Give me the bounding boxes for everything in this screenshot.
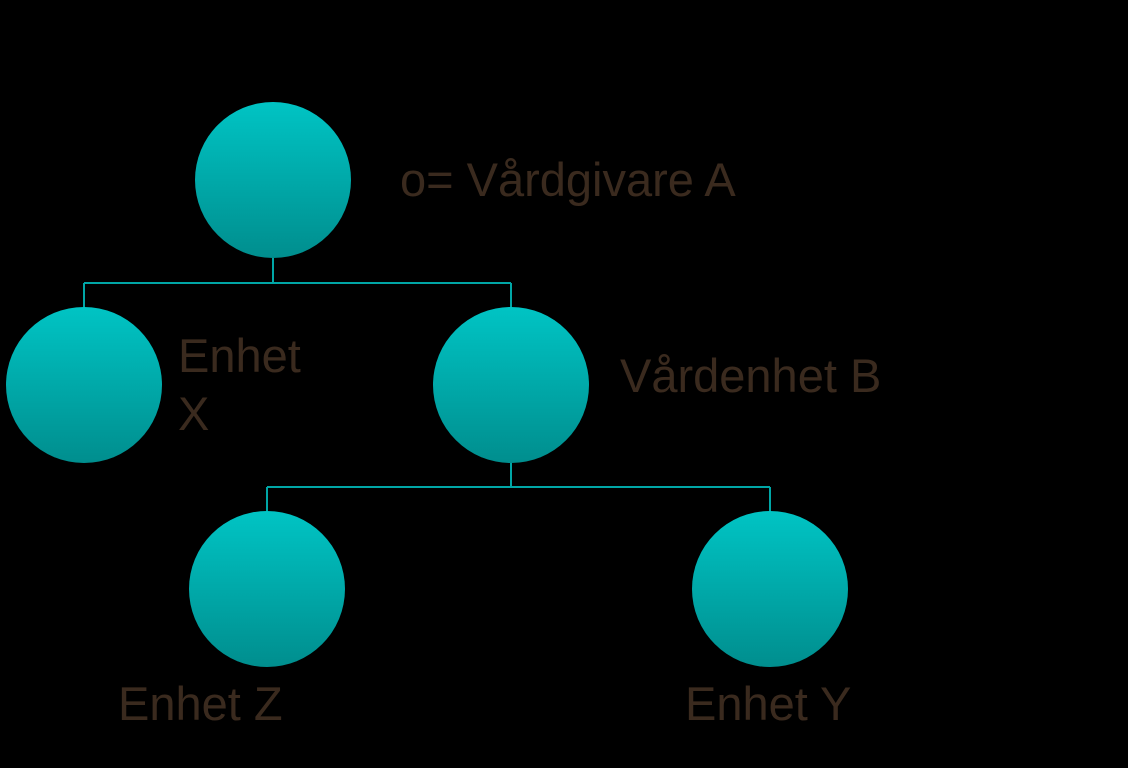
node-enhet-x-label-line1: Enhet [178,329,301,382]
node-root-circle [195,102,351,258]
node-enhet-x-circle [6,307,162,463]
node-root-label: o= Vårdgivare A [400,153,736,206]
node-enhet-z-circle [189,511,345,667]
node-enhet-y-circle [692,511,848,667]
node-vardenhet-b-circle [433,307,589,463]
node-enhet-x-label-line2: X [178,387,209,440]
connectors [83,258,771,512]
node-enhet-y-label: Enhet Y [685,677,851,730]
node-vardenhet-b-label: Vårdenhet B [620,349,881,402]
node-enhet-z-label: Enhet Z [118,677,283,730]
